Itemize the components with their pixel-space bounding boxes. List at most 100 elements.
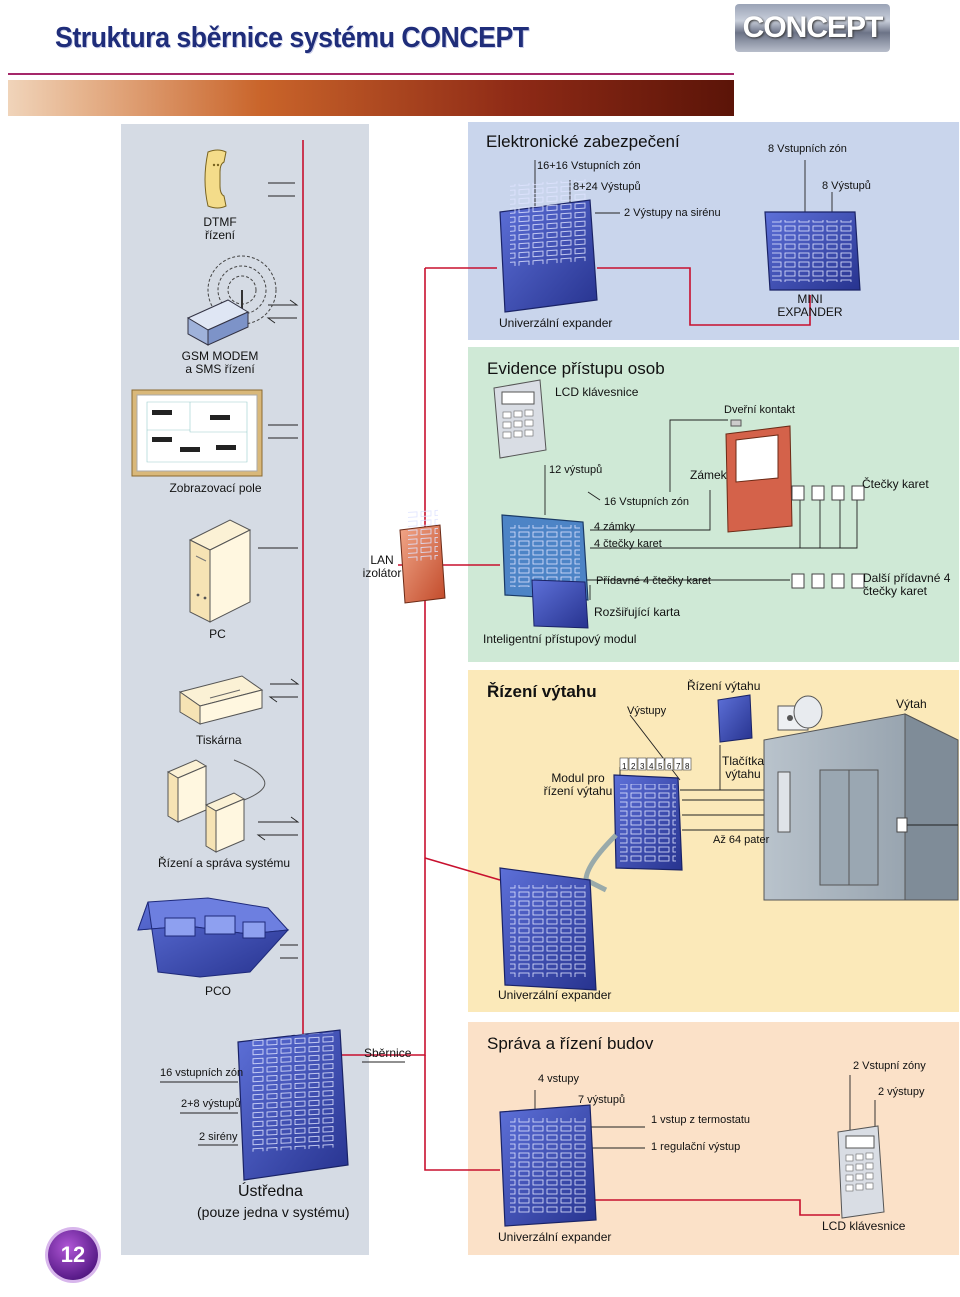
concept-logo: CONCEPT: [735, 4, 890, 52]
terminal-6: 6: [667, 762, 672, 771]
link-arrow-gsm: [266, 299, 299, 324]
label-sec-siren: 2 Výstupy na sirénu: [624, 207, 721, 219]
pc-tower-icon: [188, 519, 252, 623]
label-inputs4: 4 vstupy: [538, 1073, 579, 1085]
label-locks4: 4 zámky: [594, 521, 635, 533]
label-gsm: GSM MODEM a SMS řízení: [181, 349, 259, 376]
link-arrow-printer: [268, 678, 300, 703]
label-lift-buttons: Tlačítka výtahu: [721, 754, 764, 781]
label-bus: Sběrnice: [364, 1046, 412, 1060]
access-module-icon: [501, 514, 589, 629]
label-cp-outputs: 2+8 výstupů: [181, 1098, 241, 1110]
terminal-3: 3: [640, 762, 645, 771]
lift-motor-icon: [777, 695, 823, 731]
title-access: Evidence přístupu osob: [487, 359, 665, 378]
title-lift: Řízení výtahu: [487, 682, 597, 701]
label-outputs12: 12 výstupů: [549, 464, 603, 476]
label-sec-outputs: 8+24 Výstupů: [573, 181, 641, 193]
label-lcd-building: LCD klávesnice: [822, 1219, 906, 1233]
label-outputs7: 7 výstupů: [578, 1094, 626, 1106]
label-lift-expander: Univerzální expander: [498, 988, 612, 1002]
mini-expander-icon: [764, 211, 861, 291]
label-display: Zobrazovací pole: [169, 481, 262, 495]
label-zones16: 16 Vstupních zón: [604, 496, 690, 508]
label-zones2: 2 Vstupní zóny: [853, 1060, 926, 1072]
bus-mini: [597, 267, 811, 326]
label-lift-control: Řízení výtahu: [687, 679, 761, 693]
label-lift-floors: Až 64 pater: [713, 834, 770, 846]
header-strip: [8, 80, 734, 116]
label-cp-note: (pouze jedna v systému): [197, 1204, 350, 1220]
label-access-module: Inteligentní přístupový modul: [483, 632, 637, 646]
terminal-4: 4: [649, 762, 654, 771]
label-lcd-access: LCD klávesnice: [555, 385, 639, 399]
label-add-readers: Přídavné 4 čtečky karet: [596, 575, 711, 587]
label-lift-module: Modul pro řízení výtahu: [543, 771, 613, 798]
lift-control-box-icon: [717, 694, 753, 743]
label-thermostat: 1 vstup z termostatu: [651, 1114, 751, 1126]
lan-isolator-icon: [399, 509, 446, 604]
label-readers: Čtečky karet: [862, 477, 929, 491]
building-expander-icon: [499, 1104, 597, 1227]
terminal-5: 5: [658, 762, 663, 771]
bus-lift: [424, 857, 501, 881]
label-lift-outputs: Výstupy: [627, 705, 667, 717]
label-lan: LAN izolátor: [362, 553, 402, 580]
label-management: Řízení a správa systému: [158, 856, 291, 870]
link-arrow-dtmf: [268, 182, 295, 197]
display-board-icon: [131, 389, 263, 477]
link-arrow-display: [268, 424, 298, 439]
link-arrow-mgmt: [256, 816, 300, 841]
security-expander-icon: [499, 178, 598, 313]
terminal-2: 2: [631, 762, 636, 771]
bus-branch: [303, 268, 426, 1056]
label-lift: Výtah: [896, 697, 927, 711]
lcd-keypad-access-icon: [493, 379, 547, 459]
label-readers4: 4 čtečky karet: [594, 538, 662, 550]
label-more-readers: Další přídavné 4 čtečky karet: [863, 571, 951, 598]
label-dtmf: DTMF řízení: [203, 215, 237, 242]
header-rule: [8, 73, 734, 75]
page-title: Struktura sběrnice systému CONCEPT: [55, 22, 529, 54]
label-ext-card: Rozšiřující karta: [594, 605, 681, 619]
terminal-7: 7: [676, 762, 681, 771]
label-pc: PC: [209, 627, 226, 641]
printer-icon: [178, 675, 264, 725]
additional-card-readers-icon: [791, 573, 865, 589]
lift-module-icon: [583, 757, 692, 893]
label-cp-zones: 16 vstupních zón: [160, 1067, 244, 1079]
label-building-expander: Univerzální expander: [498, 1230, 612, 1244]
card-readers-icon: [791, 485, 865, 501]
link-arrows: [256, 182, 300, 959]
control-panel-icon: [237, 1029, 349, 1181]
title-building: Správa a řízení budov: [487, 1034, 654, 1053]
lcd-keypad-building-icon: [837, 1125, 885, 1219]
door-icon: [725, 419, 793, 533]
label-mini-outputs: 8 Výstupů: [822, 180, 871, 192]
link-arrow-pco: [280, 944, 298, 959]
label-sec-expander: Univerzální expander: [499, 316, 613, 330]
lift-shaft-icon: [763, 713, 959, 901]
label-regulation: 1 regulační výstup: [651, 1141, 741, 1153]
lift-expander-icon: [499, 867, 597, 991]
gsm-modem-icon: [186, 255, 277, 346]
terminal-1: 1: [622, 762, 627, 771]
terminal-8: 8: [685, 762, 690, 771]
label-sec-zones: 16+16 Vstupních zón: [537, 160, 641, 172]
page-number-badge: 12: [48, 1230, 98, 1280]
label-pco: PCO: [205, 984, 232, 998]
label-printer: Tiskárna: [196, 733, 242, 747]
label-door-contact: Dveřní kontakt: [724, 404, 795, 416]
label-mini-name: MINI EXPANDER: [777, 292, 843, 319]
label-outputs2: 2 výstupy: [878, 1086, 925, 1098]
label-cp-name: Ústředna: [238, 1183, 303, 1200]
label-cp-sirens: 2 sirény: [199, 1131, 238, 1143]
label-lock: Zámek: [690, 468, 727, 482]
label-mini-zones: 8 Vstupních zón: [768, 143, 847, 155]
title-security: Elektronické zabezpečení: [486, 132, 680, 151]
bus-building: [424, 1055, 500, 1171]
pco-console-icon: [137, 897, 290, 978]
management-computers-icon: [166, 759, 266, 853]
phone-handset-icon: [204, 149, 227, 209]
